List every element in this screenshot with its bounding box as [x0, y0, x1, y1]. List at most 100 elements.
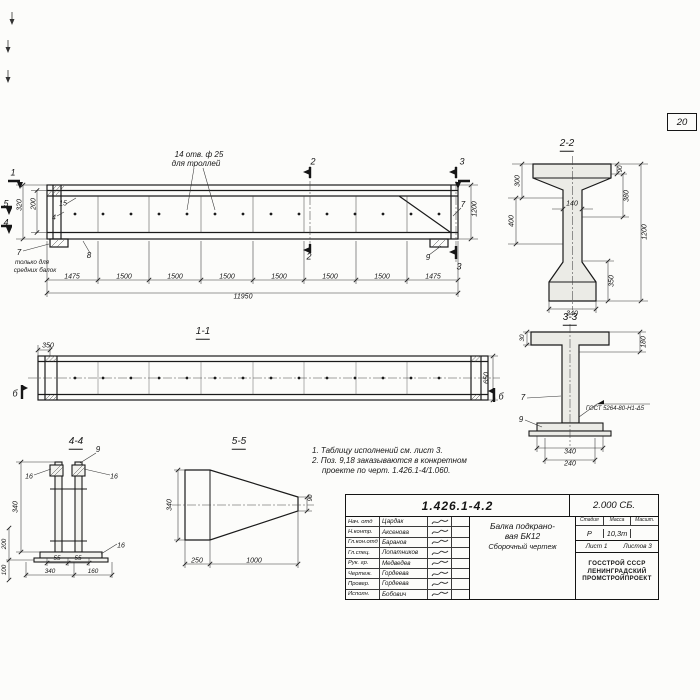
role-cell: Н.контр. [346, 527, 380, 537]
role-cell: Гл.кон.отд [346, 537, 380, 548]
dimension-ticks [6, 459, 115, 583]
support-note: только для [14, 258, 50, 266]
dim-label: 30 [518, 334, 526, 342]
dim-label: 340 [166, 499, 174, 511]
title-block-row: Н.контр.Аксенова [346, 527, 469, 538]
date-cell [452, 517, 469, 526]
section-mark-3: 3 [459, 156, 465, 167]
stage-value: Р [576, 528, 604, 538]
dim-label: 90 [616, 165, 624, 173]
role-cell: Чертеж. [346, 568, 380, 579]
section-mark-2: 2 [310, 156, 316, 167]
name-cell: Баранов [380, 537, 428, 548]
stage-mass-scale-header: Стадия Масса Масшт. [576, 517, 658, 526]
signature-icon [428, 579, 452, 589]
section-3-3-view [523, 324, 650, 464]
section-mark-3: 3 [456, 261, 462, 272]
trolley-holes [73, 376, 441, 380]
dim-label: 1500 [271, 273, 287, 281]
doc-code: 2.000 СБ. [592, 500, 636, 511]
dim-label: 1500 [322, 273, 338, 281]
date-cell [452, 527, 469, 536]
section-mark-b: б [498, 391, 504, 402]
dim-label: 1475 [64, 273, 80, 281]
title-block-row: Исполн.Бобович [346, 589, 469, 599]
pos-label: 16 [110, 473, 118, 481]
dim-label: 1000 [246, 557, 262, 565]
pos-label: 7 [520, 393, 526, 402]
stage-label: Стадия [576, 517, 604, 525]
dim-label: 55 [53, 554, 61, 562]
name-cell: Лопатников [380, 548, 428, 558]
dim-label: 340 [44, 567, 56, 575]
dim-label: 650 [483, 372, 491, 384]
role-cell: Гл.спец. [346, 548, 380, 558]
dim-label: 350 [608, 275, 616, 287]
org-line: ЛЕНИНГРАДСКИЙ [587, 567, 647, 575]
org-line: ПРОМСТРОЙПРОЕКТ [582, 575, 652, 582]
section-title: 1-1 [195, 326, 211, 340]
dim-label: 340 [564, 448, 576, 456]
note-line: проекте по черт. 1.426.1-4/1.060. [322, 466, 451, 475]
dim-label: 1500 [219, 273, 235, 281]
note-line: 1. Таблицу исполнений см. лист 3. [312, 446, 443, 455]
sheet-number: Лист 1 [585, 543, 608, 550]
role-cell: Нач. отд [346, 517, 380, 527]
signature-icon [428, 517, 452, 527]
section-title: 4-4 [68, 436, 84, 450]
mass-label: Масса [604, 517, 632, 525]
dim-label: 1200 [471, 201, 479, 217]
dim-label: 1500 [167, 273, 183, 281]
dim-label: 340 [12, 501, 20, 513]
drawing-title: Балка подкрано- вая БК12 Сборочный черте… [470, 517, 576, 599]
dim-label: 140 [566, 200, 578, 208]
section-mark-4: 4 [3, 217, 9, 228]
date-cell [452, 559, 469, 568]
corner-marks [5, 12, 15, 83]
dim-label: 250 [191, 557, 203, 565]
section-mark-2: 2 [306, 251, 312, 262]
title-block-row: Провер.Гордеева [346, 579, 469, 590]
dimension-ticks [35, 347, 496, 403]
pos-label: 7 [16, 248, 22, 257]
drawing-title-line: вая БК12 [504, 531, 541, 541]
role-cell: Исполн. [346, 589, 380, 599]
pos-label: 16 [25, 473, 33, 481]
pos-label: 4 [52, 214, 56, 222]
signature-icon [428, 537, 452, 548]
weld-flag-icon [597, 400, 604, 404]
scale-label: Масшт. [635, 517, 655, 523]
organization: ГОССТРОЙ СССР ЛЕНИНГРАДСКИЙ ПРОМСТРОЙПРО… [576, 553, 658, 599]
dimension-lines [6, 452, 118, 580]
date-cell [452, 538, 469, 547]
dim-label: 11950 [233, 293, 253, 301]
pos-label: 9 [95, 445, 101, 454]
section-4-4-view [6, 452, 118, 583]
date-cell [452, 590, 469, 599]
section-mark-1: 1 [10, 167, 16, 178]
title-block-row: Чертеж.Гордеева [346, 568, 469, 580]
hatch-lines [44, 355, 481, 401]
dim-label: 1475 [425, 273, 441, 281]
date-cell [452, 579, 469, 588]
signature-icon [428, 589, 452, 599]
hatch-lines [47, 185, 446, 248]
support-note: средних балок [13, 266, 57, 274]
section-title: 3-3 [562, 312, 578, 326]
pos-label: 9 [518, 415, 524, 424]
name-cell: Гордеева [380, 568, 428, 579]
dimension-ticks [513, 161, 644, 312]
sheet-count-row: Лист 1 Листов 3 [576, 541, 658, 553]
dim-label: 200 [0, 538, 8, 550]
section-1-1-view [20, 345, 500, 403]
doc-number: 1.426.1-4.2 [346, 495, 570, 516]
dim-label: 200 [30, 198, 38, 210]
section-title: 5-5 [231, 436, 247, 450]
name-cell: Гордеева [380, 579, 428, 589]
